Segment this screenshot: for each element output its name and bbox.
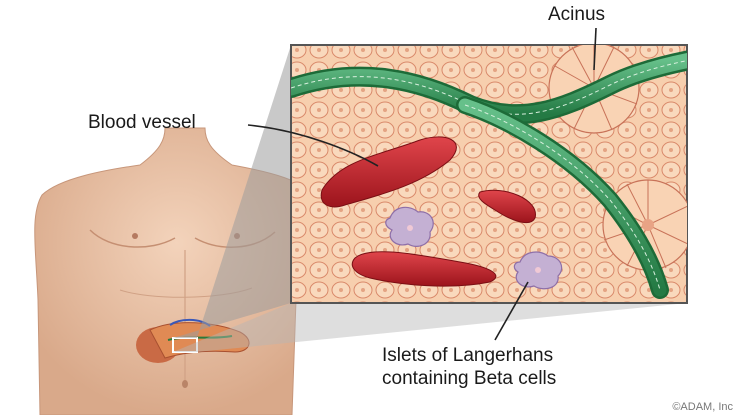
islets-label: Islets of Langerhans containing Beta cel… [382, 344, 556, 390]
islets-label-line2: containing Beta cells [382, 367, 556, 390]
acinus-label: Acinus [548, 4, 605, 26]
islets-label-line1: Islets of Langerhans [382, 344, 556, 367]
tissue-closeup [291, 43, 693, 303]
blood-vessel-label: Blood vessel [88, 112, 196, 134]
copyright-text: ©ADAM, Inc [672, 401, 733, 413]
